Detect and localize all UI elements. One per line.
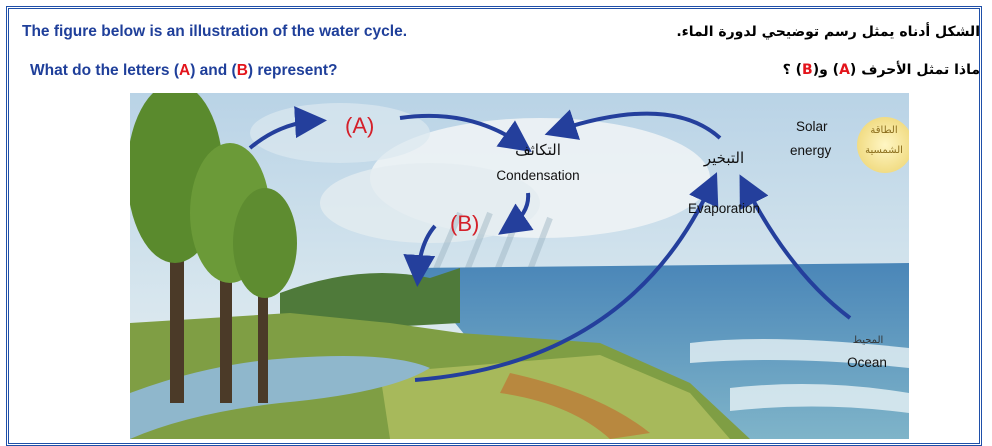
prompt-ar-part3: ) ؟ bbox=[782, 62, 803, 78]
evaporation-ar: التبخير bbox=[703, 149, 744, 167]
label-b: (B) bbox=[450, 211, 479, 236]
wave bbox=[690, 339, 909, 368]
prompt-en-part1: What do the letters ( bbox=[30, 62, 179, 79]
letter-a-ar: A bbox=[839, 62, 850, 78]
arrow-to-a bbox=[248, 106, 327, 150]
letter-b-ar: B bbox=[802, 62, 813, 78]
prompt-en-part2: ) and ( bbox=[190, 62, 237, 79]
condensation-ar: التكاثف bbox=[515, 141, 561, 159]
arrow-lake-to-evaporation bbox=[414, 172, 719, 382]
water-cycle-illustration: (A) (B) التكاثف Condensation التبخير Eva… bbox=[130, 93, 909, 439]
solar-en-1: Solar bbox=[796, 119, 828, 134]
solar-ar-2: الشمسية bbox=[865, 145, 903, 156]
tree-trunk bbox=[258, 263, 268, 403]
wave bbox=[730, 384, 909, 413]
arrow-ocean-to-evaporation bbox=[739, 174, 852, 320]
arrow-a-to-condensation bbox=[399, 113, 532, 152]
solar-ar-1: الطاقة bbox=[870, 125, 897, 136]
label-a: (A) bbox=[345, 113, 374, 138]
trees bbox=[130, 93, 297, 403]
prompt-ar-part1: ماذا تمثل الأحرف ( bbox=[849, 62, 980, 78]
arrow-b-down bbox=[403, 224, 437, 287]
ocean-ar: المحيط bbox=[853, 335, 884, 346]
letter-a-en: A bbox=[178, 62, 191, 79]
prompt-ar-part2: ) و( bbox=[812, 62, 840, 78]
cloud bbox=[320, 163, 540, 243]
water-cycle-figure: (A) (B) التكاثف Condensation التبخير Eva… bbox=[130, 93, 909, 439]
question-prompt-ar: ماذا تمثل الأحرف (A) و(B) ؟ bbox=[783, 62, 980, 78]
sun bbox=[857, 117, 909, 173]
question-intro-en: The figure below is an illustration of t… bbox=[22, 23, 407, 40]
condensation-en: Condensation bbox=[496, 168, 579, 183]
lake bbox=[130, 355, 430, 439]
tree-canopy bbox=[233, 188, 297, 298]
question-intro-ar: الشكل أدناه يمثل رسم توضيحي لدورة الماء. bbox=[676, 24, 980, 40]
rain-streaks bbox=[427, 211, 553, 290]
solar-en-2: energy bbox=[790, 143, 832, 158]
ocean-en: Ocean bbox=[847, 355, 887, 370]
cloud bbox=[250, 103, 430, 163]
evaporation-en: Evaporation bbox=[688, 201, 760, 216]
question-prompt-en: What do the letters (A) and (B) represen… bbox=[30, 62, 337, 80]
letter-b-en: B bbox=[236, 62, 248, 79]
cycle-arrows bbox=[248, 106, 852, 382]
arrow-condensation-to-b bbox=[498, 192, 534, 235]
sand-bank bbox=[500, 373, 650, 439]
prompt-en-part3: ) represent? bbox=[247, 62, 338, 79]
arrow-evaporation-to-condensation bbox=[544, 109, 722, 140]
